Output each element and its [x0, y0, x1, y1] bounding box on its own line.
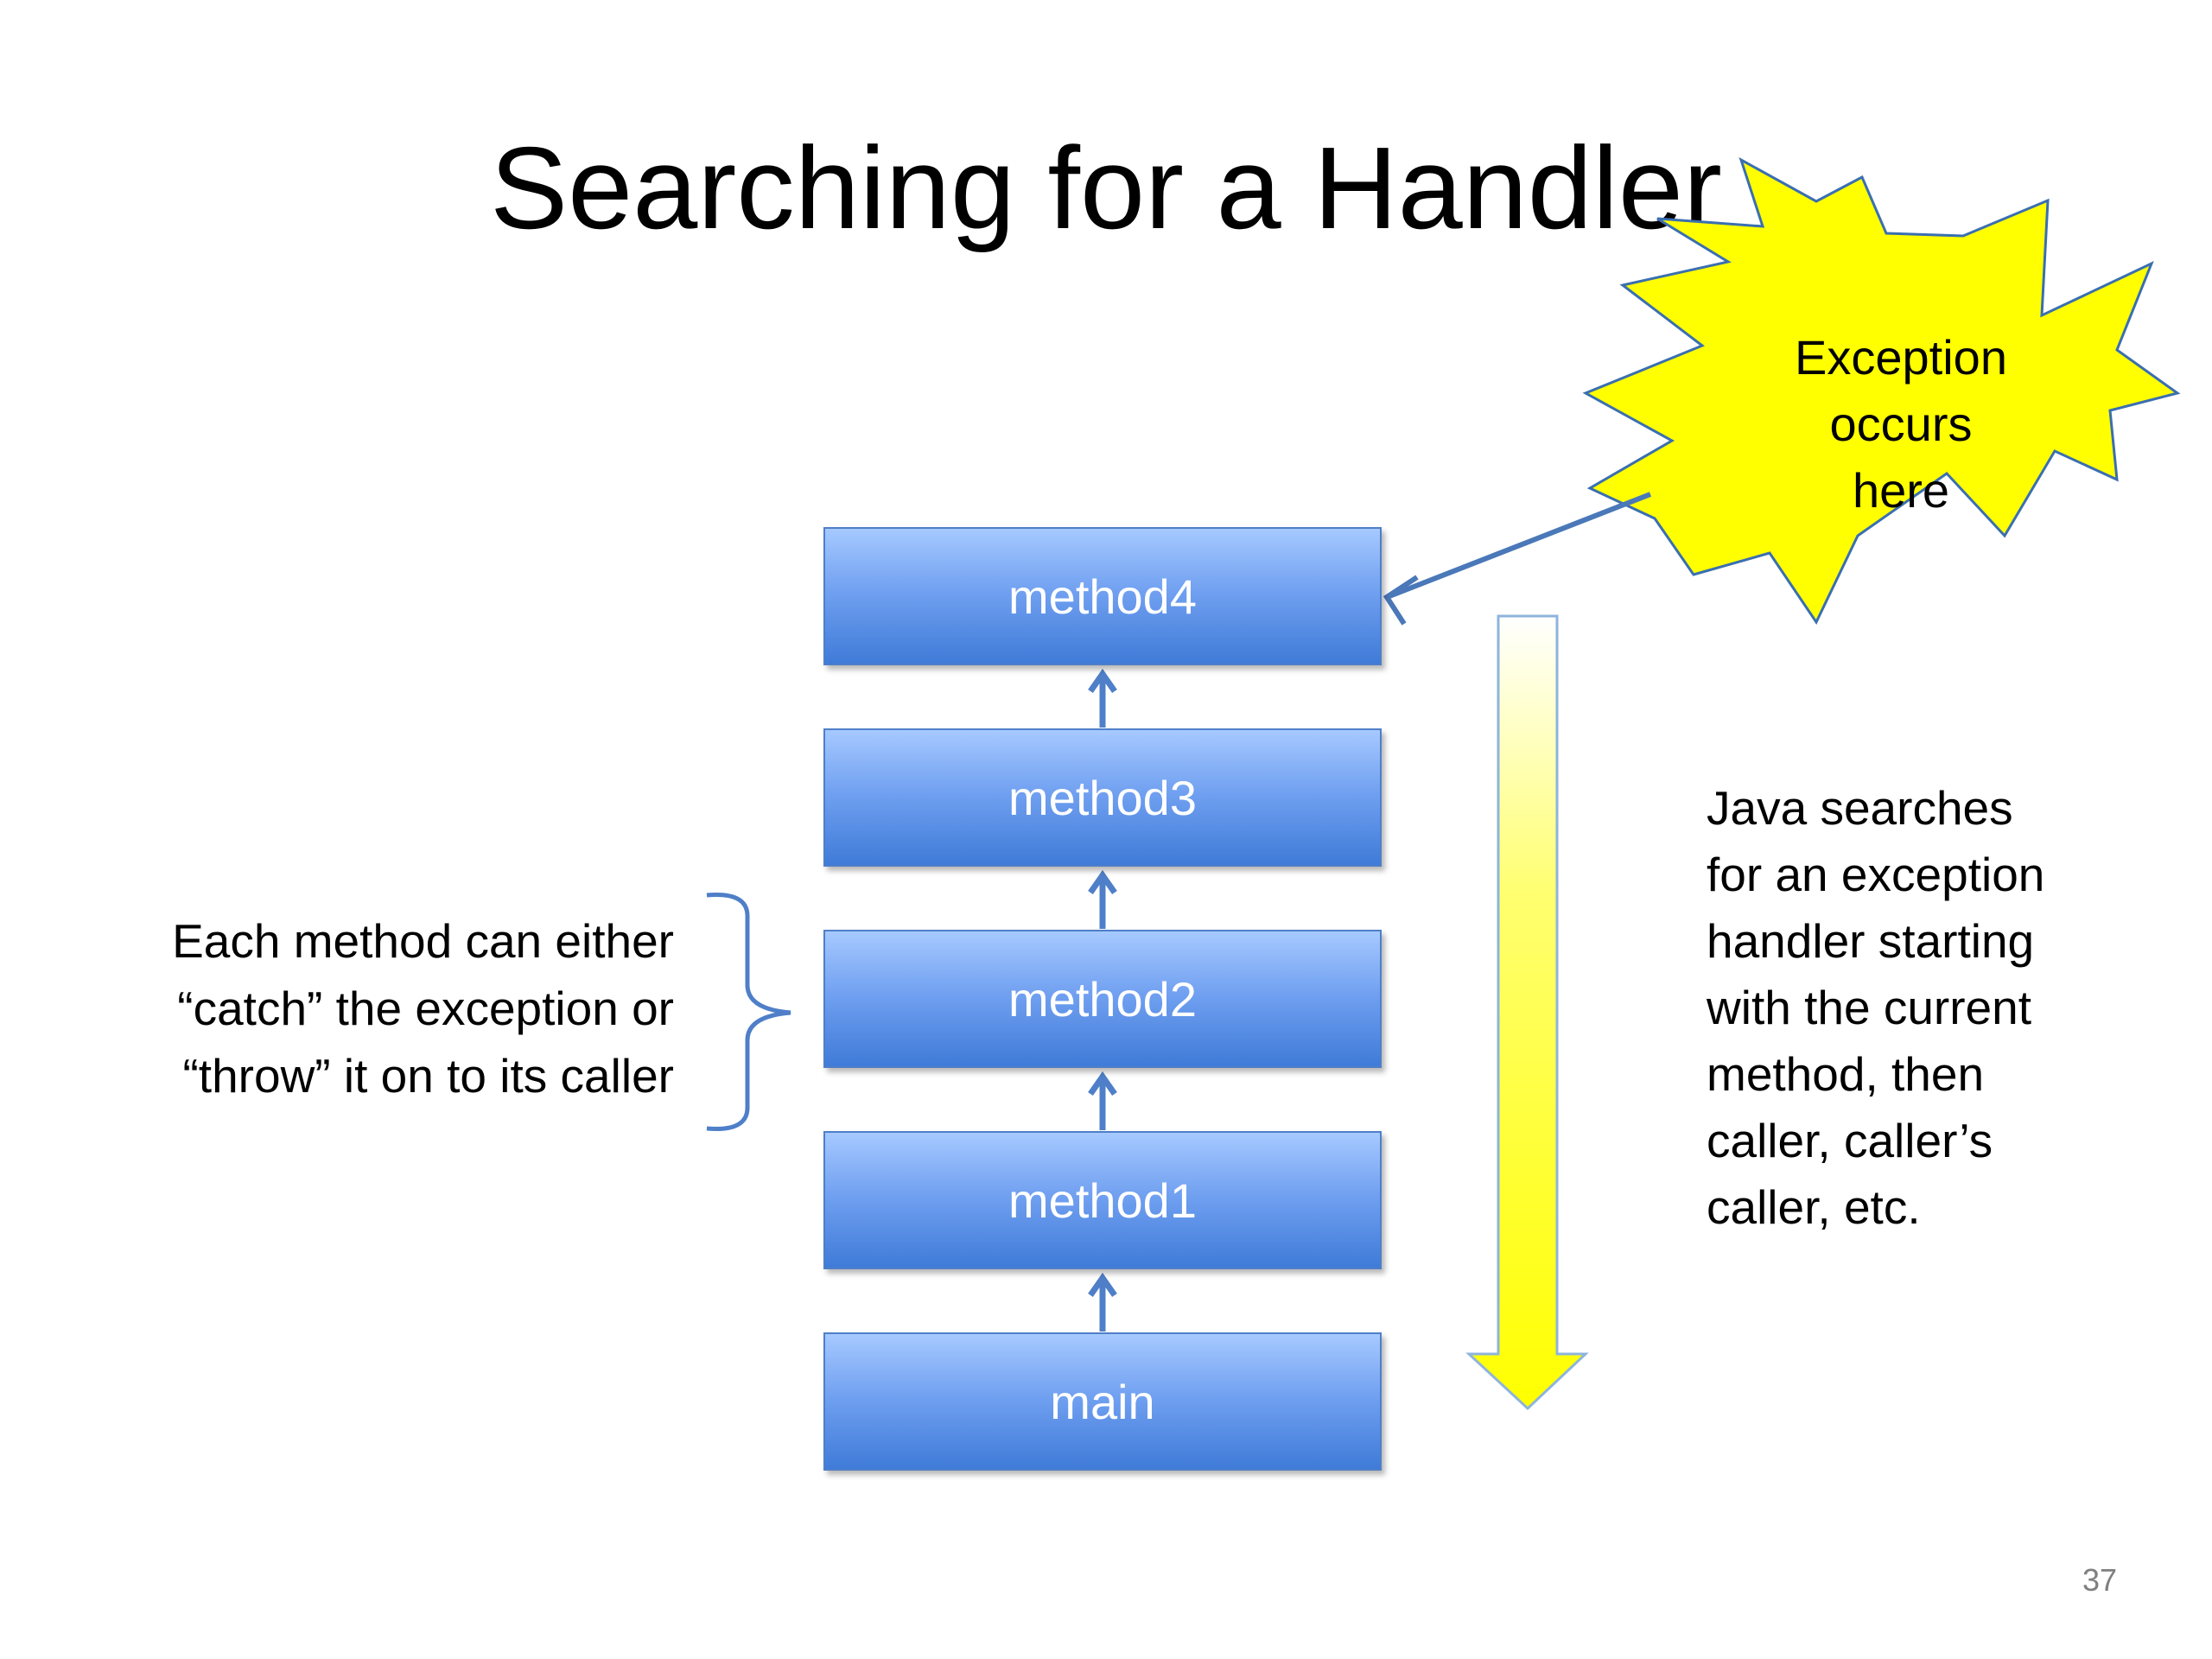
- curly-brace: [706, 893, 791, 1131]
- stack-frame-label: method1: [1008, 1173, 1197, 1228]
- stack-frame-method1: method1: [823, 1131, 1382, 1269]
- caller-arrow-method3-to-method4: [1088, 668, 1117, 728]
- slide-title: Searching for a Handler: [490, 123, 1722, 253]
- caller-arrows: [1088, 668, 1117, 1332]
- exception-burst-text: Exception occurs here: [1728, 324, 2074, 524]
- search-direction-arrow: [1465, 614, 1589, 1411]
- burst-line: Exception: [1795, 330, 2007, 385]
- caller-arrow-method1-to-method2: [1088, 1071, 1117, 1130]
- search-order-note: Java searches for an exception handler s…: [1707, 775, 2156, 1241]
- stack-frame-method3: method3: [823, 728, 1382, 867]
- stack-frame-method2: method2: [823, 930, 1382, 1068]
- burst-line: occurs: [1829, 397, 1973, 451]
- stack-frame-label: main: [1050, 1374, 1155, 1429]
- burst-to-method4-arrow: [1388, 492, 1652, 599]
- stack-frame-method4: method4: [823, 527, 1382, 665]
- caller-arrow-method2-to-method3: [1088, 869, 1117, 929]
- caller-arrow-main-to-method1: [1088, 1272, 1117, 1332]
- note-line: caller, caller’s: [1707, 1114, 1993, 1167]
- stack-frame-label: method4: [1008, 569, 1197, 624]
- note-line: for an exception: [1707, 848, 2045, 901]
- stack-frame-label: method2: [1008, 971, 1197, 1027]
- note-line: with the current: [1707, 981, 2032, 1034]
- note-line: method, then: [1707, 1047, 1985, 1101]
- stack-frame-main: main: [823, 1332, 1382, 1471]
- note-line: Java searches: [1707, 781, 2013, 835]
- note-line: Each method can either: [172, 914, 674, 968]
- stack-frame-label: method3: [1008, 770, 1197, 825]
- note-line: “catch” the exception or: [177, 982, 674, 1035]
- exception-burst-shape: [1582, 156, 2181, 626]
- catch-or-throw-note: Each method can either “catch” the excep…: [86, 907, 674, 1109]
- burst-line: here: [1852, 463, 1950, 518]
- note-line: “throw” it on to its caller: [182, 1049, 674, 1103]
- burst-arrow-head: [1382, 575, 1419, 626]
- page-number: 37: [2082, 1562, 2117, 1598]
- note-line: handler starting: [1707, 914, 2035, 968]
- note-line: caller, etc.: [1707, 1180, 1921, 1234]
